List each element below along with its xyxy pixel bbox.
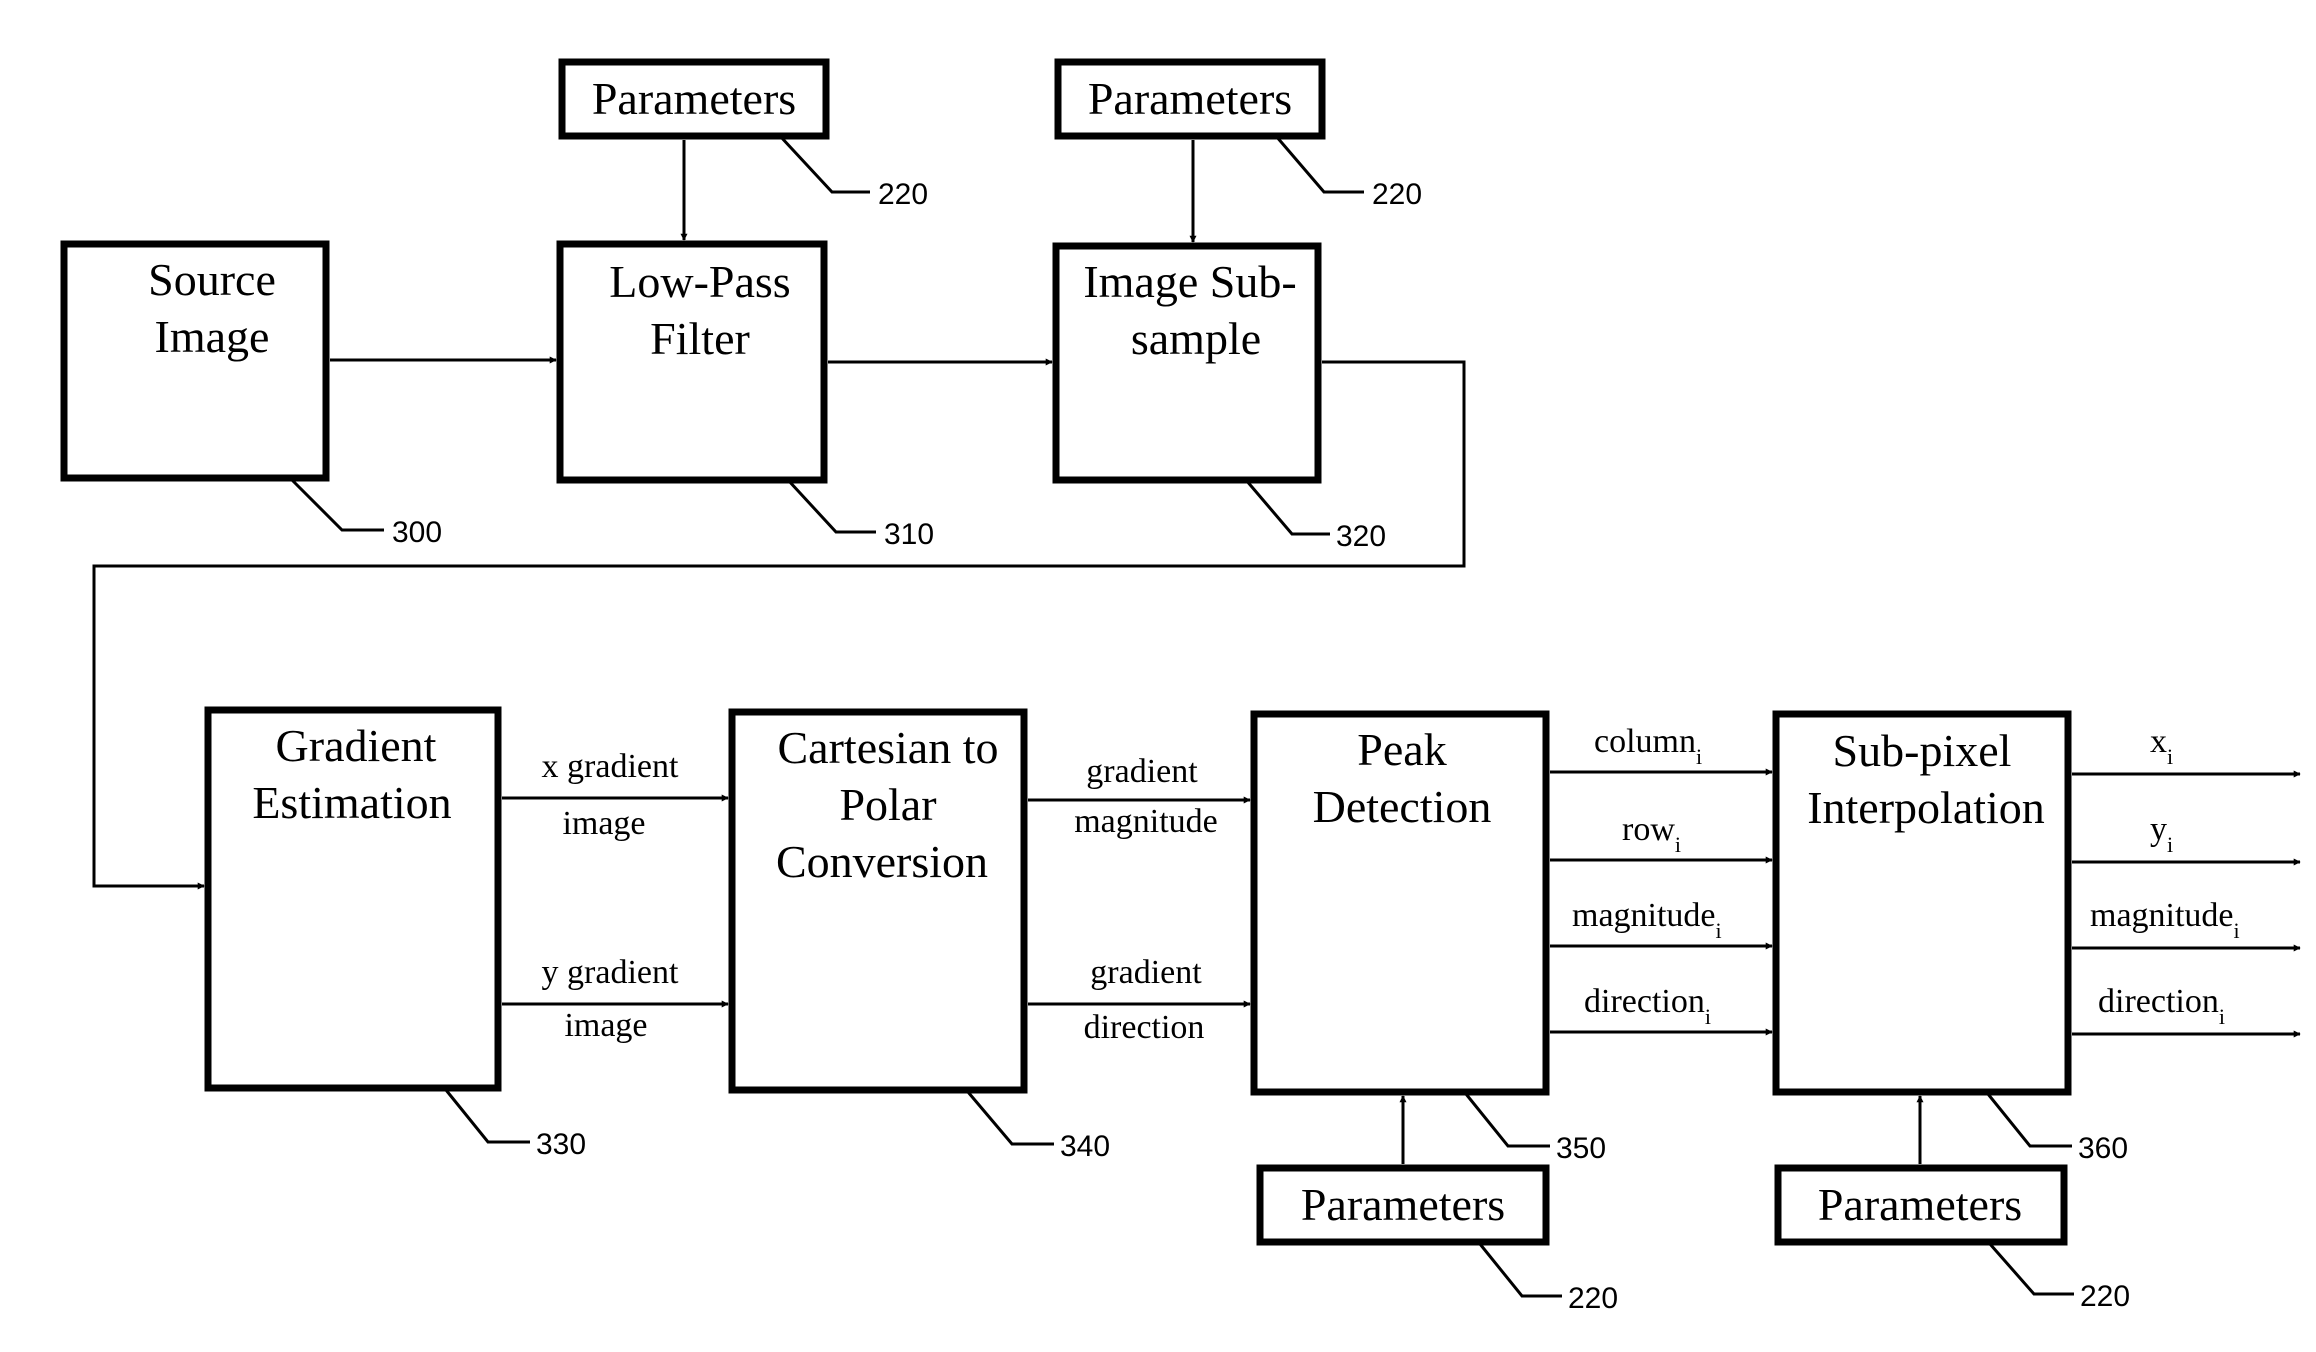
parameters-label: Parameters <box>592 73 796 124</box>
ref-leader-340 <box>968 1092 1054 1144</box>
ref-220-peak-params: 220 <box>1568 1282 1618 1315</box>
ref-220-subpixel-params: 220 <box>2080 1280 2130 1313</box>
image-subsample-label-line1: Image Sub- <box>1083 256 1296 307</box>
ref-leader-220 <box>1276 136 1364 192</box>
y-output-label: yi <box>2150 811 2173 857</box>
image-subsample-block: Image Sub- sample <box>1056 246 1318 480</box>
ref-leader-220 <box>1480 1244 1562 1296</box>
parameters-box-subpixel: Parameters <box>1778 1168 2064 1242</box>
direction-output-label: directioni <box>2098 983 2225 1029</box>
peak-detection-label-line2: Detection <box>1313 781 1492 832</box>
subpixel-interpolation-block: Sub-pixel Interpolation <box>1776 714 2068 1092</box>
ref-340: 340 <box>1060 1130 1110 1163</box>
x-output-label: xi <box>2150 723 2173 769</box>
cartesian-to-polar-label-line2: Polar <box>839 779 936 830</box>
gradient-estimation-block: Gradient Estimation <box>208 710 498 1088</box>
parameters-label: Parameters <box>1088 73 1292 124</box>
low-pass-filter-label-line1: Low-Pass <box>609 256 790 307</box>
ref-220-lpf-params: 220 <box>878 178 928 211</box>
column-label: columni <box>1594 723 1702 769</box>
ref-220-subsample-params: 220 <box>1372 178 1422 211</box>
magnitude-label: magnitudei <box>1572 897 1722 943</box>
gradient-estimation-label-line2: Estimation <box>252 777 451 828</box>
peak-detection-block: Peak Detection <box>1254 714 1546 1092</box>
gradient-direction-label-line1: gradient <box>1090 954 1202 991</box>
parameters-label: Parameters <box>1301 1179 1505 1230</box>
low-pass-filter-label-line2: Filter <box>650 313 750 364</box>
cartesian-to-polar-label-line1: Cartesian to <box>778 722 999 773</box>
ref-360: 360 <box>2078 1132 2128 1165</box>
source-image-label-line1: Source <box>148 254 276 305</box>
ref-leader-360 <box>1988 1094 2072 1146</box>
y-gradient-label-line1: y gradient <box>542 954 679 991</box>
ref-300: 300 <box>392 516 442 549</box>
peak-detection-label-line1: Peak <box>1357 724 1446 775</box>
parameters-box-subsample: Parameters <box>1058 62 1322 136</box>
ref-310: 310 <box>884 518 934 551</box>
ref-330: 330 <box>536 1128 586 1161</box>
x-gradient-label-line1: x gradient <box>542 748 679 785</box>
cartesian-to-polar-block: Cartesian to Polar Conversion <box>732 712 1024 1090</box>
ref-leader-220 <box>780 136 870 192</box>
gradient-estimation-label-line1: Gradient <box>276 720 437 771</box>
x-gradient-label-line2: image <box>562 805 645 842</box>
ref-leader-310 <box>788 480 876 532</box>
cartesian-to-polar-label-line3: Conversion <box>776 836 988 887</box>
y-gradient-label-line2: image <box>564 1007 647 1044</box>
gradient-magnitude-label-line2: magnitude <box>1074 803 1218 840</box>
source-image-label-line2: Image <box>155 311 270 362</box>
ref-leader-350 <box>1466 1094 1550 1146</box>
ref-leader-320 <box>1246 480 1330 534</box>
parameters-label: Parameters <box>1818 1179 2022 1230</box>
ref-320: 320 <box>1336 520 1386 553</box>
ref-leader-300 <box>290 478 384 530</box>
row-label: rowi <box>1622 811 1681 857</box>
direction-label: directioni <box>1584 983 1711 1029</box>
gradient-direction-label-line2: direction <box>1084 1009 1205 1046</box>
parameters-box-peak: Parameters <box>1260 1168 1546 1242</box>
ref-leader-330 <box>446 1090 530 1142</box>
subpixel-interpolation-label-line1: Sub-pixel <box>1833 725 2012 776</box>
low-pass-filter-block: Low-Pass Filter <box>560 244 824 480</box>
subpixel-interpolation-label-line2: Interpolation <box>1807 782 2045 833</box>
source-image-block: Source Image <box>64 244 326 478</box>
image-subsample-label-line2: sample <box>1131 313 1261 364</box>
ref-350: 350 <box>1556 1132 1606 1165</box>
gradient-magnitude-label-line1: gradient <box>1086 753 1198 790</box>
ref-leader-220 <box>1990 1244 2074 1294</box>
parameters-box-lpf: Parameters <box>562 62 826 136</box>
magnitude-output-label: magnitudei <box>2090 897 2240 943</box>
